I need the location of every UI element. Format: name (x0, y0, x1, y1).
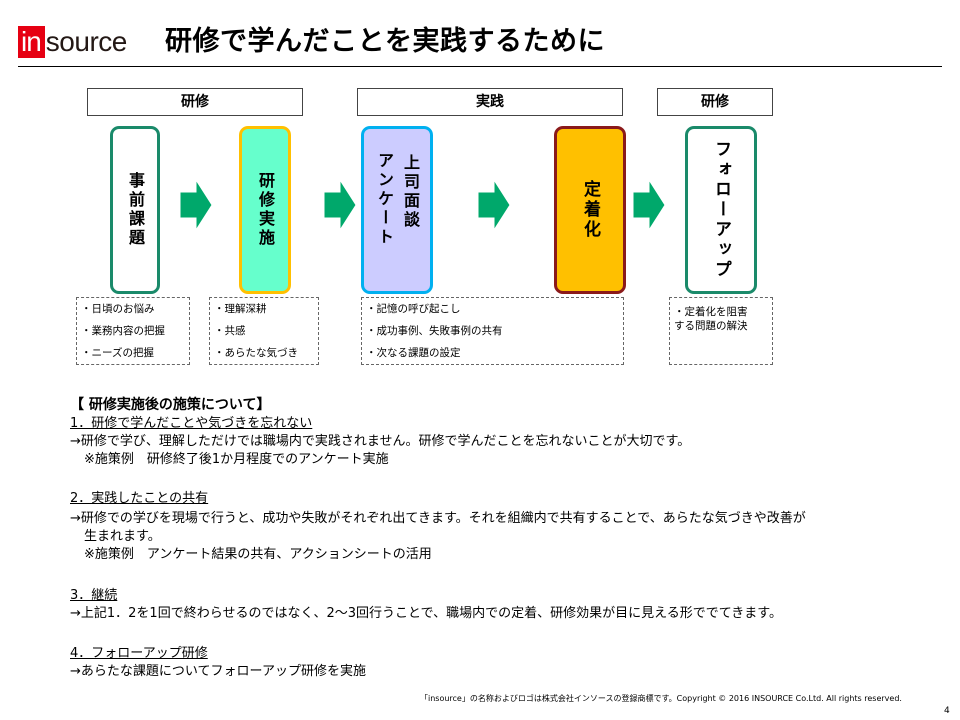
step-label-survey: アンケート (375, 151, 394, 247)
note-item: ・定着化を阻害 (674, 306, 748, 318)
measure-text: →上記1．2を1回で終わらせるのではなく、2～3回行うことで、職場内での定着、研… (70, 606, 782, 621)
measure-heading-4: 4．フォローアップ研修 (70, 646, 208, 661)
notes-practice: ・記憶の呼び起こし ・成功事例、失敗事例の共有 ・次なる課題の設定 (361, 297, 624, 365)
measure-heading-1: 1．研修で学んだことや気づきを忘れない (70, 416, 313, 431)
note-item: ・次なる課題の設定 (366, 347, 461, 359)
step-card-prework: 事前課題 (110, 126, 160, 294)
notes-training: ・理解深耕 ・共感 ・あらたな気づき (209, 297, 319, 365)
note-item: ・成功事例、失敗事例の共有 (366, 325, 503, 337)
note-item: ・業務内容の把握 (81, 325, 165, 337)
step-card-establishment: 定着化 (554, 126, 626, 294)
step-card-practice: アンケート 上司面談 (361, 126, 433, 294)
note-item: ・あらたな気づき (214, 347, 298, 359)
title-divider (18, 66, 942, 67)
copyright-notice: 「insource」の名称およびロゴは株式会社インソースの登録商標です。Copy… (420, 694, 902, 703)
logo-in-mark: in (18, 26, 45, 58)
arrow-icon (324, 180, 356, 230)
measure-heading-2: 2．実践したことの共有 (70, 491, 209, 506)
measure-text: →研修での学びを現場で行うと、成功や失敗がそれぞれ出てきます。それを組織内で共有… (70, 511, 806, 526)
note-item: ・日頃のお悩み (81, 303, 155, 315)
measures-title: 【 研修実施後の施策について】 (70, 397, 271, 413)
page-title: 研修で学んだことを実践するために (165, 26, 605, 57)
step-label-establishment: 定着化 (580, 180, 600, 240)
step-label-prework: 事前課題 (126, 172, 145, 248)
logo-wordmark: source (45, 26, 128, 57)
step-label-training: 研修実施 (256, 172, 275, 248)
note-item: ・理解深耕 (214, 303, 267, 315)
measure-example: ※施策例 アンケート結果の共有、アクションシートの活用 (84, 547, 432, 562)
page-number: 4 (944, 706, 950, 716)
measure-example: ※施策例 研修終了後1か月程度でのアンケート実施 (84, 452, 389, 467)
measure-text: →研修で学び、理解しただけでは職場内で実践されません。研修で学んだことを忘れない… (70, 434, 691, 449)
step-card-followup: フォローアップ (685, 126, 757, 294)
note-item: ・ニーズの把握 (81, 347, 154, 359)
measure-heading-3: 3．継続 (70, 588, 118, 603)
step-card-training: 研修実施 (239, 126, 291, 294)
insource-logo: in source (18, 26, 127, 58)
measure-text: →あらたな課題についてフォローアップ研修を実施 (70, 664, 366, 679)
phase-label-training: 研修 (87, 88, 303, 116)
notes-followup: ・定着化を阻害 する問題の解決 (669, 297, 773, 365)
arrow-icon (478, 180, 510, 230)
phase-label-followup-training: 研修 (657, 88, 773, 116)
note-item: する問題の解決 (674, 320, 748, 332)
phase-label-practice: 実践 (357, 88, 623, 116)
step-label-boss-interview: 上司面談 (401, 154, 420, 230)
arrow-icon (633, 180, 665, 230)
note-item: ・記憶の呼び起こし (366, 303, 461, 315)
notes-prework: ・日頃のお悩み ・業務内容の把握 ・ニーズの把握 (76, 297, 190, 365)
measure-text: 生まれます。 (84, 529, 161, 544)
note-item: ・共感 (214, 325, 246, 337)
step-label-followup: フォローアップ (711, 140, 731, 280)
arrow-icon (180, 180, 212, 230)
